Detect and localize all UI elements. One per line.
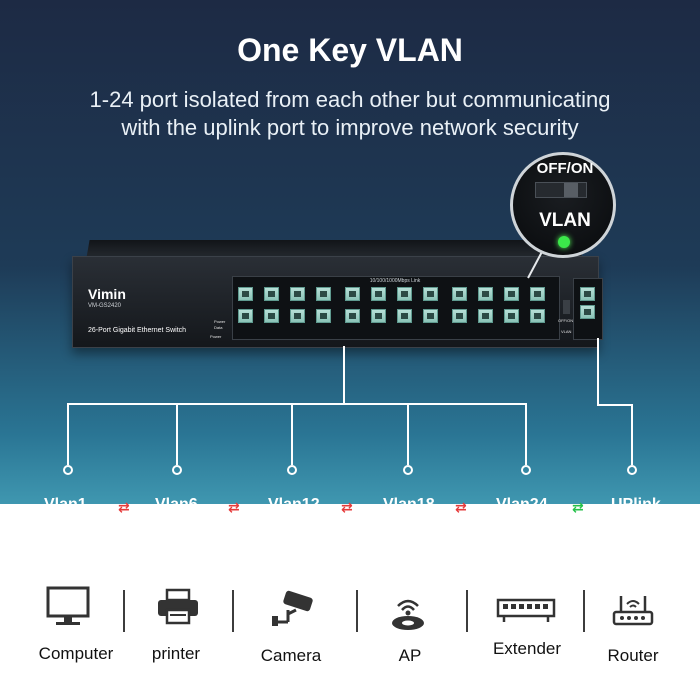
page-subtitle: 1-24 port isolated from each other but c… <box>0 86 700 142</box>
branch-vlan1 <box>67 403 69 465</box>
ethernet-port[interactable] <box>530 309 545 323</box>
blocked-link-icon: ⇄ <box>341 499 353 515</box>
device-label-ap: AP <box>398 646 422 665</box>
switch-brand: Vimin <box>88 286 126 302</box>
monitor-icon <box>46 586 90 625</box>
ethernet-port[interactable] <box>423 287 438 301</box>
blocked-link-icon: ⇄ <box>455 499 467 515</box>
vlan-small-label: VLAN <box>561 329 572 334</box>
ethernet-port[interactable] <box>478 309 493 323</box>
ethernet-port[interactable] <box>452 287 467 301</box>
ethernet-port[interactable] <box>238 309 253 323</box>
ethernet-port[interactable] <box>371 309 386 323</box>
node-vlan6 <box>172 465 182 475</box>
blocked-link-icon: ⇄ <box>118 499 130 515</box>
device-label-computer: Computer <box>38 644 114 663</box>
device-label-router: Router <box>607 646 659 665</box>
divider <box>123 590 125 632</box>
vlan-toggle-switch[interactable] <box>535 182 587 198</box>
uplink-port-2[interactable] <box>580 305 595 319</box>
branch-vlan18 <box>407 403 409 465</box>
drop-line-1 <box>67 522 69 570</box>
ethernet-port[interactable] <box>290 287 305 301</box>
ethernet-port[interactable] <box>397 287 412 301</box>
uplink-panel <box>573 278 603 340</box>
drop-line-2 <box>176 522 178 570</box>
ethernet-port[interactable] <box>345 287 360 301</box>
vlan-led-icon <box>558 236 570 248</box>
node-vlan12 <box>287 465 297 475</box>
vlan-toggle-small[interactable] <box>563 300 570 314</box>
led-power-label: Power <box>214 319 226 324</box>
ethernet-port[interactable] <box>423 309 438 323</box>
drop-line-3 <box>291 522 293 570</box>
blocked-link-icon: ⇄ <box>228 499 240 515</box>
ethernet-port[interactable] <box>264 309 279 323</box>
ethernet-port[interactable] <box>504 287 519 301</box>
vlan-label-24: Vlan24 <box>496 496 548 513</box>
led-data-label: Data <box>214 325 223 330</box>
ethernet-port[interactable] <box>290 309 305 323</box>
branch-vlan12 <box>291 403 293 465</box>
ethernet-port[interactable] <box>397 309 412 323</box>
switch-description: 26-Port Gigabit Ethernet Switch <box>88 327 187 334</box>
ethernet-port[interactable] <box>371 287 386 301</box>
ethernet-port[interactable] <box>504 309 519 323</box>
ethernet-port[interactable] <box>478 287 493 301</box>
printer-icon <box>158 588 198 625</box>
trunk-line <box>343 346 345 404</box>
drop-line-5 <box>525 522 527 570</box>
extender-icon <box>496 598 556 622</box>
divider <box>583 590 585 632</box>
uplink-port-1[interactable] <box>580 287 595 301</box>
ethernet-port[interactable] <box>452 309 467 323</box>
camera-icon <box>272 590 313 626</box>
port-panel <box>232 276 560 340</box>
ethernet-port[interactable] <box>345 309 360 323</box>
subtitle-line-1: 1-24 port isolated from each other but c… <box>89 87 611 112</box>
divider <box>466 590 468 632</box>
vlan-label-12: Vlan12 <box>268 496 320 513</box>
vlan-label-6: Vlan6 <box>155 496 198 513</box>
magnifier-offon-label: OFF/ON <box>536 160 594 177</box>
allowed-link-icon: ⇄ <box>572 499 584 515</box>
node-vlan1 <box>63 465 73 475</box>
device-panel <box>0 570 700 700</box>
uplink-branch <box>631 404 633 465</box>
router-icon <box>612 596 654 626</box>
node-uplink <box>627 465 637 475</box>
ethernet-port[interactable] <box>238 287 253 301</box>
drop-line-6 <box>631 522 633 570</box>
ethernet-port[interactable] <box>264 287 279 301</box>
device-label-camera: Camera <box>260 646 322 665</box>
switch-model: VM-GS2420 <box>88 303 122 309</box>
branch-bar <box>67 403 527 405</box>
vlan-label-uplink: UPlink <box>611 496 661 513</box>
node-vlan18 <box>403 465 413 475</box>
node-vlan24 <box>521 465 531 475</box>
divider <box>356 590 358 632</box>
vlan-label-18: Vlan18 <box>383 496 435 513</box>
branch-vlan6 <box>176 403 178 465</box>
magnifier-vlan-label: VLAN <box>539 210 591 231</box>
ethernet-port[interactable] <box>316 309 331 323</box>
branch-vlan24 <box>525 403 527 465</box>
vlan-label-1: Vlan1 <box>44 496 87 513</box>
drop-line-4 <box>407 522 409 570</box>
ethernet-port[interactable] <box>316 287 331 301</box>
subtitle-line-2: with the uplink port to improve network … <box>121 115 579 140</box>
uplink-horizontal-line <box>597 404 632 406</box>
ethernet-port[interactable] <box>530 287 545 301</box>
device-label-extender: Extender <box>492 639 562 658</box>
port-header: 10/100/1000Mbps Link <box>369 278 421 284</box>
divider <box>232 590 234 632</box>
uplink-down-line <box>597 338 599 406</box>
offon-small-label: OFF/ON <box>558 318 574 323</box>
access-point-icon <box>392 599 424 630</box>
device-label-printer: printer <box>151 644 201 663</box>
page-title: One Key VLAN <box>237 32 463 68</box>
power-label: Power <box>210 334 222 339</box>
